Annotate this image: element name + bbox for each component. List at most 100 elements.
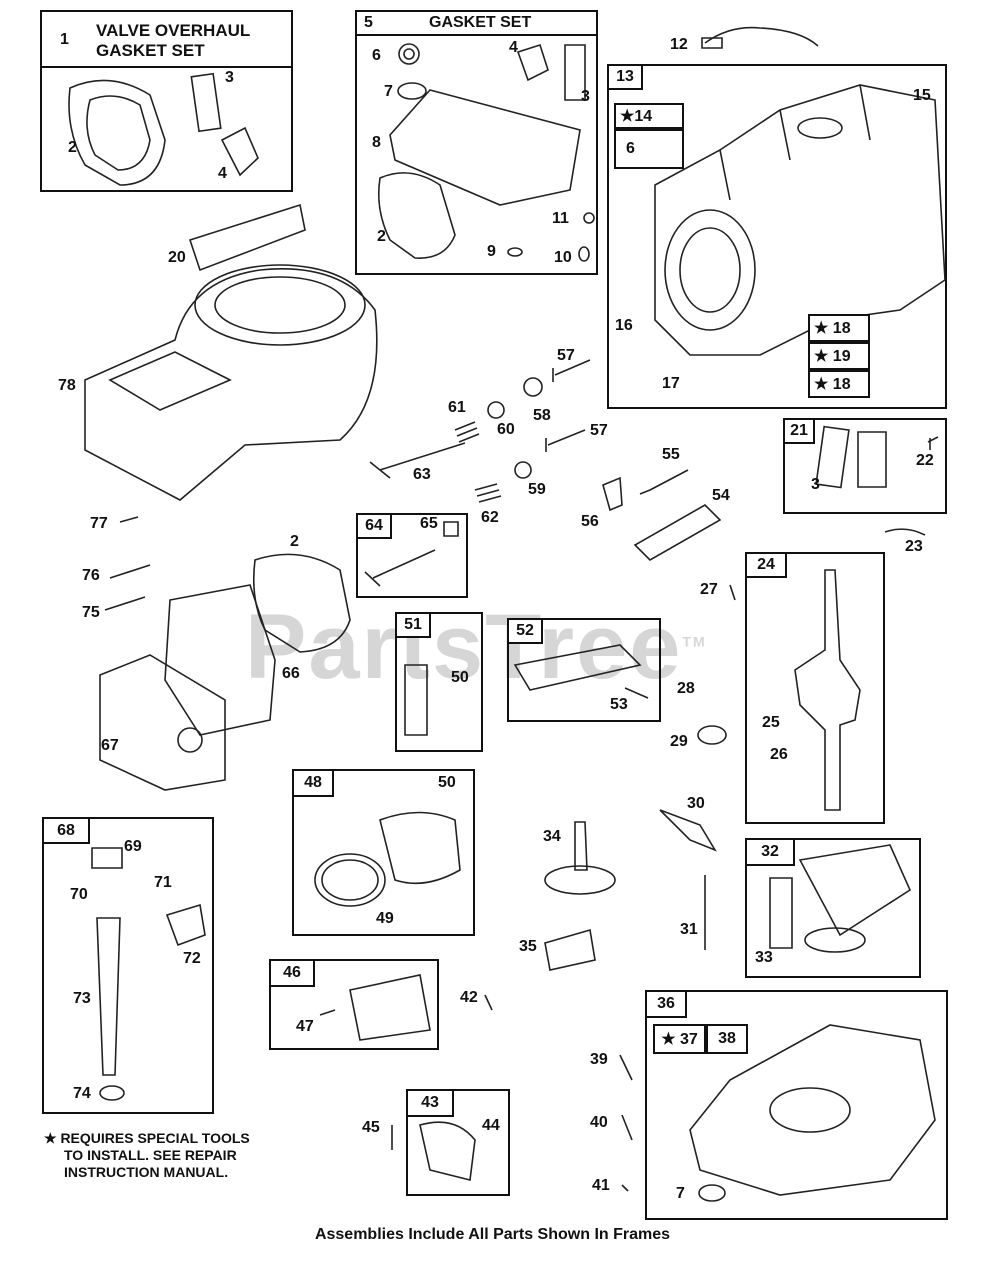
piston-rings-icon xyxy=(315,854,385,906)
part-label: 63 xyxy=(413,466,431,483)
part-label: 49 xyxy=(376,910,394,927)
part-label: 73 xyxy=(73,990,91,1007)
piston-pin-icon xyxy=(405,665,427,735)
breather-screw-icon xyxy=(928,437,938,450)
part-label: 2 xyxy=(290,533,299,550)
frame-number: 43 xyxy=(406,1089,454,1117)
part-label: 34 xyxy=(543,828,561,845)
part-label: 57 xyxy=(557,347,575,364)
crankcase-gasket-icon xyxy=(390,90,580,205)
part-label: 40 xyxy=(590,1114,608,1131)
part-label: 3 xyxy=(225,69,234,86)
part-label: 41 xyxy=(592,1177,610,1194)
seal-icon xyxy=(699,1185,725,1201)
part-label: 74 xyxy=(73,1085,91,1102)
frame-number: 36 xyxy=(645,990,687,1018)
gasket-set-frame xyxy=(355,10,598,275)
screw-icon xyxy=(320,1010,335,1015)
o-ring-icon xyxy=(100,1086,124,1100)
spark-plug-wrench-icon xyxy=(603,478,622,510)
frame-part-6: 6 xyxy=(614,129,684,169)
frame-part-star19: ★ 19 xyxy=(808,342,870,370)
valve-cover-gasket-icon xyxy=(191,74,220,132)
part-label: 70 xyxy=(70,886,88,903)
frame-part-38: 38 xyxy=(706,1024,748,1054)
muffler-guard-icon xyxy=(635,505,720,560)
part-label: 78 xyxy=(58,377,76,394)
part-label: 27 xyxy=(700,581,718,598)
plug-icon xyxy=(620,1055,632,1191)
cam-gear-icon xyxy=(545,866,615,894)
valve-seal-icon xyxy=(444,522,458,536)
part-label: 61 xyxy=(448,399,466,416)
tappet-icon xyxy=(546,430,585,452)
blower-housing-icon xyxy=(85,265,377,500)
frame-number: 21 xyxy=(783,418,815,444)
footer-caption: Assemblies Include All Parts Shown In Fr… xyxy=(314,1226,671,1243)
part-label: 11 xyxy=(552,210,569,227)
screw-icon xyxy=(485,995,492,1010)
part-label: 45 xyxy=(362,1119,380,1136)
part-label: 66 xyxy=(282,665,300,682)
part-label: 29 xyxy=(670,733,688,750)
part-label: 2 xyxy=(68,139,77,156)
part-label: 71 xyxy=(154,874,172,891)
part-label: 76 xyxy=(82,567,100,584)
part-label: 50 xyxy=(451,669,469,686)
head-gasket-icon xyxy=(254,554,350,652)
retainer-icon xyxy=(515,462,531,478)
part-label: 42 xyxy=(460,989,478,1006)
valve-overhaul-header xyxy=(40,10,293,68)
air-guide-icon xyxy=(190,205,305,270)
sump-cover-icon xyxy=(800,845,910,935)
frame-number: 32 xyxy=(745,838,795,866)
special-tools-note: ★ REQUIRES SPECIAL TOOLS TO INSTALL. SEE… xyxy=(44,1130,250,1180)
bracket-icon xyxy=(167,905,205,945)
dowel-icon xyxy=(770,878,792,948)
part-label: 53 xyxy=(610,696,628,713)
part-label: 65 xyxy=(420,515,438,532)
part-label: 12 xyxy=(670,36,688,53)
breather-tube-icon xyxy=(885,529,925,535)
frame-part-star14: ★14 xyxy=(614,103,684,129)
part-label: 57 xyxy=(590,422,608,439)
exhaust-valve-icon xyxy=(370,443,465,478)
retainer-icon xyxy=(488,402,504,418)
part-label: 55 xyxy=(662,446,680,463)
governor-icon xyxy=(545,930,595,970)
rod-bolt-icon xyxy=(625,688,648,698)
cylinder-block-icon xyxy=(655,85,945,355)
part-label: 60 xyxy=(497,421,515,438)
part-label: 17 xyxy=(662,375,680,392)
part-label: 7 xyxy=(676,1185,685,1202)
frame-number: 51 xyxy=(395,612,431,638)
frame-number: 13 xyxy=(607,64,643,90)
part-label: 3 xyxy=(581,88,590,105)
part-label: 22 xyxy=(916,452,934,469)
part-label: 28 xyxy=(677,680,695,697)
valve-spring-icon xyxy=(475,484,501,502)
frame-number: 46 xyxy=(269,959,315,987)
part-label: 9 xyxy=(487,243,496,260)
part-label: 54 xyxy=(712,487,730,504)
frame-number: 48 xyxy=(292,769,334,797)
intake-valve-icon xyxy=(365,550,435,586)
frame-part-star18: ★ 18 xyxy=(808,314,870,342)
dipstick-tube-icon xyxy=(97,918,120,1075)
head-bolt-icon xyxy=(105,565,150,610)
part-label: 16 xyxy=(615,317,633,334)
part-label: 50 xyxy=(438,774,456,791)
wire-harness-frame xyxy=(406,1089,510,1196)
governor-control-frame xyxy=(269,959,439,1050)
connecting-rod-icon xyxy=(515,645,640,690)
retainer-icon xyxy=(524,378,542,396)
part-label: 2 xyxy=(377,228,386,245)
wire-harness-icon xyxy=(420,1122,475,1180)
part-label: 26 xyxy=(770,746,788,763)
part-label: 4 xyxy=(218,165,227,182)
tappet-icon xyxy=(553,360,590,382)
crankshaft-icon xyxy=(795,570,860,810)
breather-gasket-icon xyxy=(816,427,849,488)
part-label: 62 xyxy=(481,509,499,526)
